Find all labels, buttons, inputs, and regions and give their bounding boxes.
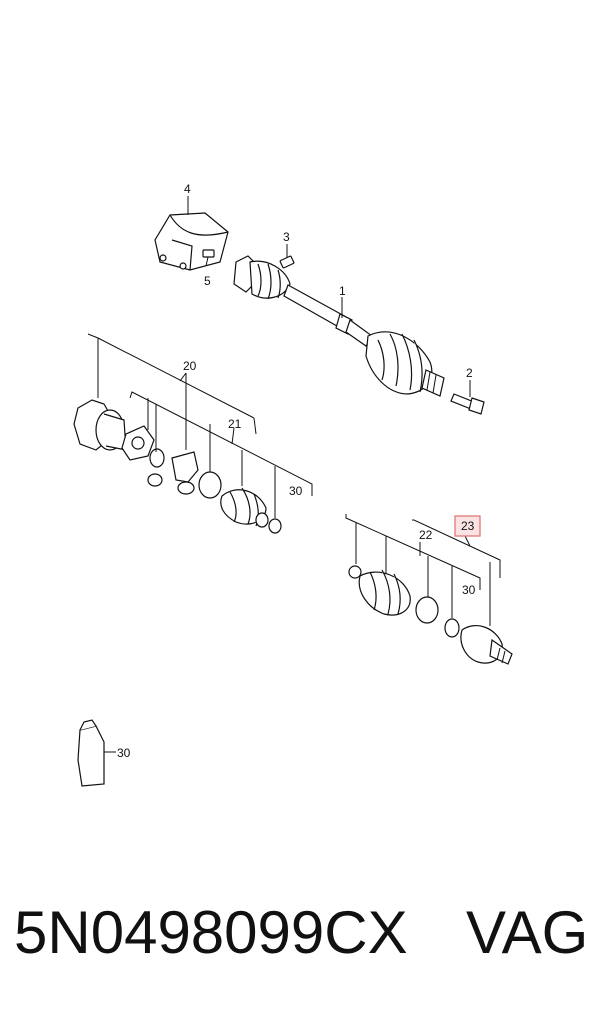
bolt-5 [202, 249, 215, 267]
boot-clamp-small [255, 512, 269, 528]
drive-shaft [233, 255, 445, 397]
brand-name: VAG [466, 899, 589, 966]
callout-20: 20 [183, 359, 197, 373]
outer-cv-joint [460, 625, 513, 665]
group-20-leaders [87, 333, 257, 450]
part-number: 5N0498099CX [14, 899, 408, 966]
heat-shield-bracket [154, 212, 229, 271]
callout-1: 1 [339, 284, 346, 298]
callout-30a: 30 [289, 484, 303, 498]
outer-boot [358, 569, 411, 616]
group-21-leaders [129, 391, 313, 518]
outer-snap-ring [444, 618, 460, 638]
callout-23-highlight[interactable] [454, 515, 481, 537]
axle-bolt [450, 393, 485, 415]
part-number-footer: 5N0498099CX VAG [14, 898, 594, 968]
grease-tube [77, 719, 116, 787]
snap-ring [149, 448, 165, 468]
inner-joint-housing [73, 399, 127, 451]
roller-bearing [171, 451, 199, 495]
callout-22: 22 [419, 528, 433, 542]
callout-30b: 30 [462, 583, 476, 597]
callout-2: 2 [466, 366, 473, 380]
callout-4: 4 [184, 182, 191, 196]
bolt-3 [279, 244, 295, 269]
callout-30c: 30 [117, 746, 131, 760]
callout-23[interactable]: 23 [461, 519, 475, 533]
callout-3: 3 [283, 230, 290, 244]
inner-joint-spider [121, 425, 155, 461]
callout-5: 5 [204, 274, 211, 288]
boot-clamp-small-2 [268, 518, 282, 534]
outer-boot-clamp-small [348, 565, 362, 579]
group-22-leaders [345, 514, 501, 626]
boot-clamp-large [198, 471, 222, 499]
outer-boot-clamp-large [415, 596, 439, 624]
small-cage [147, 473, 163, 487]
callout-21: 21 [228, 417, 242, 431]
